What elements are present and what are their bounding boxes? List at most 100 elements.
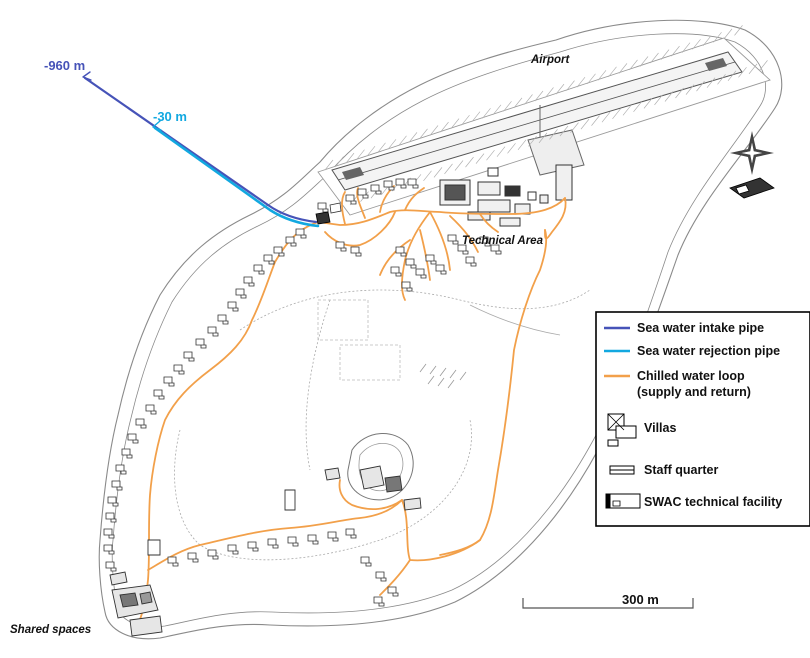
- villa: [285, 236, 297, 247]
- chilled-main-trunk: [317, 197, 566, 226]
- swac-facility-icon: [729, 177, 775, 199]
- swac-building: [315, 211, 331, 225]
- villa: [287, 536, 299, 547]
- chilled-main-trunk: [137, 221, 319, 626]
- building: [477, 199, 511, 213]
- compass-rose: [730, 131, 774, 175]
- villas: [103, 178, 502, 607]
- building: [147, 539, 161, 556]
- villa: [407, 178, 419, 189]
- villa: [153, 389, 165, 400]
- swac-facility-legend-icon: [605, 493, 641, 509]
- villa: [465, 256, 477, 267]
- building: [514, 203, 531, 215]
- villa: [345, 194, 357, 205]
- shared-spaces-label: Shared spaces: [10, 624, 91, 636]
- building: [109, 571, 128, 586]
- villa: [227, 544, 239, 555]
- building: [119, 592, 139, 608]
- runway-centerline: [337, 61, 736, 181]
- chilled-south-branch: [379, 559, 411, 596]
- villa-icon: [607, 413, 637, 447]
- villa: [115, 464, 127, 475]
- building: [539, 194, 549, 204]
- villa: [375, 571, 387, 582]
- villa: [127, 433, 139, 444]
- island-vegetation: [419, 363, 467, 389]
- island-coastline-outer: [98, 19, 783, 640]
- villa: [121, 448, 133, 459]
- building: [324, 467, 341, 481]
- villa: [235, 288, 247, 299]
- villa-icon: [607, 439, 619, 447]
- villa: [243, 276, 255, 287]
- building: [384, 475, 403, 493]
- chilled-south-branch: [338, 479, 403, 511]
- villa: [345, 528, 357, 539]
- villa: [457, 244, 469, 255]
- villa: [425, 254, 437, 265]
- villa: [395, 178, 407, 189]
- runway-end-mark: [705, 58, 727, 71]
- villa: [479, 236, 491, 247]
- building: [284, 489, 296, 511]
- runway-end-mark: [342, 167, 364, 180]
- building: [499, 217, 521, 227]
- villa: [135, 418, 147, 429]
- swac-facility-legend-icon: [612, 500, 621, 507]
- building: [477, 181, 501, 196]
- technical-area-label: Technical Area: [462, 235, 544, 247]
- airport-label: Airport: [530, 54, 571, 66]
- shared-spaces-cluster: [109, 571, 163, 637]
- building: [504, 185, 521, 197]
- villa: [167, 556, 179, 567]
- villa: [217, 314, 229, 325]
- villa: [247, 541, 259, 552]
- villa: [373, 596, 385, 607]
- legend-label-rejection: Sea water rejection pipe: [637, 344, 780, 358]
- villa: [173, 364, 185, 375]
- island-outline: [98, 19, 783, 640]
- island-track: [469, 304, 561, 336]
- intake-pipe-arrow: [82, 71, 92, 81]
- chilled-tech-branch: [449, 215, 479, 253]
- legend-label-intake: Sea water intake pipe: [637, 321, 764, 335]
- compass-icon: [739, 140, 765, 166]
- villa: [103, 544, 115, 555]
- villa: [195, 338, 207, 349]
- villa: [273, 246, 285, 257]
- sea-water-pipes: [82, 71, 320, 228]
- technical-area-buildings: [439, 164, 573, 227]
- building: [527, 191, 537, 201]
- island-track: [239, 289, 591, 331]
- swac-facility-legend-icon: [605, 493, 611, 509]
- villa: [350, 246, 362, 257]
- villa: [383, 180, 395, 191]
- villa: [390, 266, 402, 277]
- staff-quarter-icon: [609, 465, 635, 475]
- chilled-tech-branch: [379, 239, 411, 276]
- villa: [227, 301, 239, 312]
- runway-apron: [527, 129, 585, 176]
- scale-label: 300 m: [622, 592, 659, 607]
- legend-label-villas: Villas: [644, 421, 676, 435]
- depth-label-intake: -960 m: [44, 58, 85, 73]
- sea-water-intake-pipe: [83, 76, 318, 224]
- island-coastline-inner: [111, 33, 766, 628]
- chilled-tech-branch: [404, 187, 425, 211]
- villa: [263, 254, 275, 265]
- legend-box: [595, 311, 810, 527]
- villa: [401, 281, 413, 292]
- villa: [435, 264, 447, 275]
- villa: [307, 534, 319, 545]
- building: [329, 202, 342, 214]
- depth-label-rejection: -30 m: [153, 109, 187, 124]
- center-core-buildings: [147, 465, 422, 556]
- villa: [107, 496, 119, 507]
- island-plot: [317, 299, 369, 341]
- chilled-tech-branch: [429, 211, 451, 271]
- building: [403, 497, 422, 511]
- scale-bar-line: [522, 598, 694, 609]
- legend: Sea water intake pipe Sea water rejectio…: [595, 311, 810, 527]
